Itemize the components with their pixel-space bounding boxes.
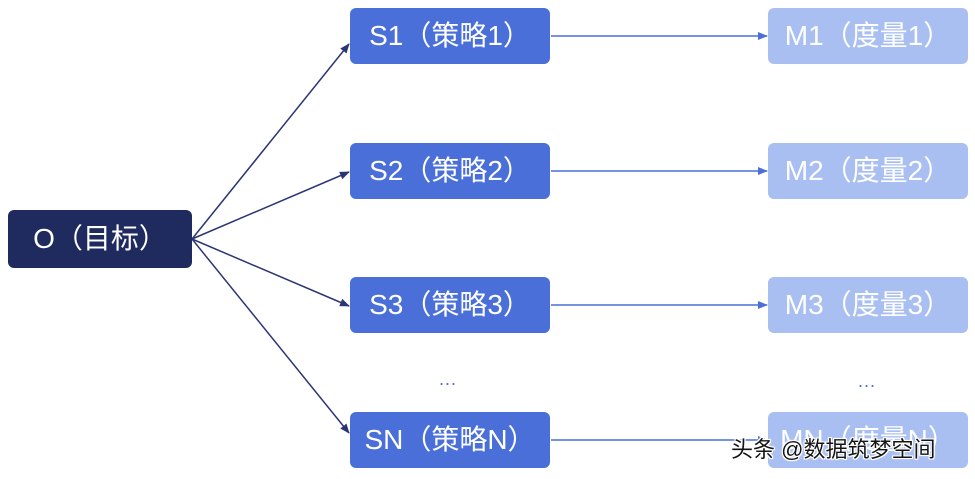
metric-node-m2: M2（度量2） <box>768 143 968 199</box>
strategy-node-label: S1（策略1） <box>369 20 531 51</box>
strategy-node-label: SN（策略N） <box>364 424 536 455</box>
metric-node-m1: M1（度量1） <box>768 8 968 64</box>
strategy-node-label: S2（策略2） <box>369 155 531 186</box>
strategy-node-sn: SN（策略N） <box>350 412 550 468</box>
metric-node-label: M2（度量2） <box>784 155 952 186</box>
metric-node-label: MN（度量N） <box>780 424 956 455</box>
metric-node-mn: MN（度量N） <box>768 412 968 468</box>
strategy-node-s3: S3（策略3） <box>350 277 550 333</box>
strategy-node-s2: S2（策略2） <box>350 143 550 199</box>
strategy-node-s1: S1（策略1） <box>350 8 550 64</box>
watermark-text: 头条 @数据筑梦空间 <box>731 437 936 462</box>
metrics-ellipsis: ... <box>858 371 877 391</box>
edge-goal-to-sn <box>191 238 350 434</box>
metric-node-label: M1（度量1） <box>784 20 952 51</box>
edge-goal-to-s2 <box>191 171 350 240</box>
strategy-node-label: S3（策略3） <box>369 289 531 320</box>
metric-node-m3: M3（度量3） <box>768 277 968 333</box>
goal-node-label: O（目标） <box>33 223 167 254</box>
edge-goal-to-s1 <box>191 43 350 240</box>
goal-node: O（目标） <box>8 210 192 268</box>
edge-goal-to-s3 <box>191 238 350 307</box>
strategies-ellipsis: ... <box>439 369 458 389</box>
metric-node-label: M3（度量3） <box>784 289 952 320</box>
